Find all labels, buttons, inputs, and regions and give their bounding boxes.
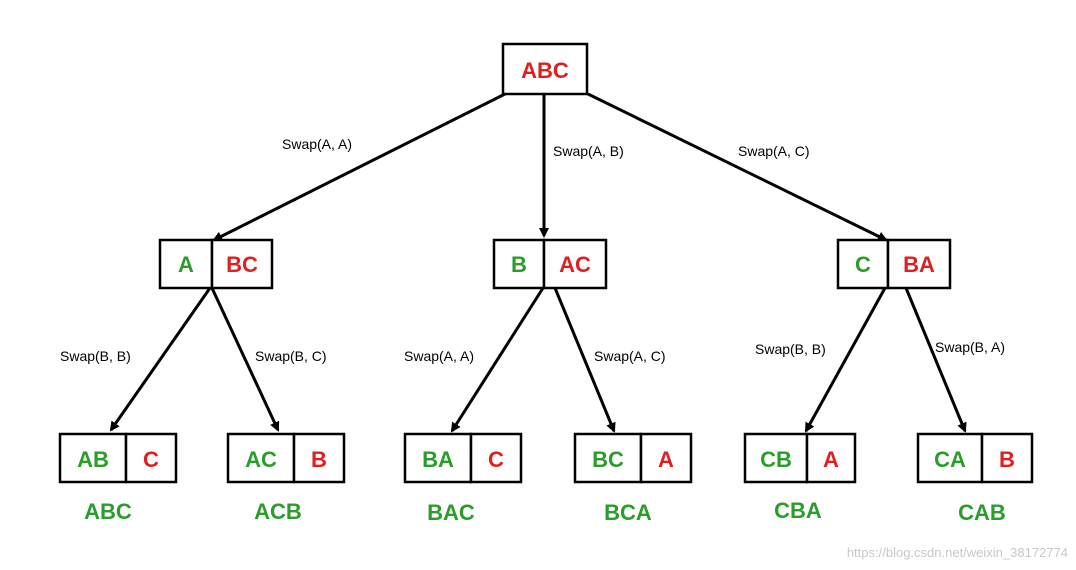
edge-root-to-node-a xyxy=(212,92,506,242)
root-node-text: ABC xyxy=(521,58,569,83)
edge-label-swap-a-b: Swap(A, B) xyxy=(553,143,624,159)
node-fixed-text: BC xyxy=(592,447,624,472)
watermark-text: https://blog.csdn.net/weixin_38172774 xyxy=(847,545,1068,560)
node-rest-text: AC xyxy=(559,252,591,277)
root-node: ABC xyxy=(501,42,589,96)
level2-node-ba: BA C xyxy=(403,432,523,484)
level2-node-ab: AB C xyxy=(58,432,178,484)
edge-b-to-bc xyxy=(553,287,616,433)
edge-label-swap-a-c-middle: Swap(A, C) xyxy=(594,348,666,364)
node-rest-text: A xyxy=(658,447,674,472)
level1-node-b: B AC xyxy=(492,238,608,290)
result-label-abc: ABC xyxy=(84,499,132,524)
edge-c-to-ca xyxy=(904,287,967,433)
edge-label-swap-a-a-middle: Swap(A, A) xyxy=(404,348,474,364)
level2-node-bc: BC A xyxy=(573,432,693,484)
node-fixed-text: B xyxy=(511,252,527,277)
result-label-cab: CAB xyxy=(958,500,1006,525)
node-fixed-text: AC xyxy=(245,447,277,472)
node-fixed-text: BA xyxy=(422,447,454,472)
edge-label-swap-b-b-left: Swap(B, B) xyxy=(60,348,131,364)
node-fixed-text: CA xyxy=(934,447,966,472)
node-rest-text: A xyxy=(823,447,839,472)
level1-node-a: A BC xyxy=(158,238,274,290)
edge-c-to-cb xyxy=(804,287,887,433)
edge-a-to-ab xyxy=(109,287,212,432)
node-rest-text: B xyxy=(999,447,1015,472)
node-fixed-text: CB xyxy=(760,447,792,472)
node-rest-text: C xyxy=(143,447,159,472)
level1-node-c: C BA xyxy=(836,238,952,290)
node-fixed-text: A xyxy=(178,252,194,277)
result-label-cba: CBA xyxy=(774,498,822,523)
node-fixed-text: AB xyxy=(77,447,109,472)
node-rest-text: C xyxy=(488,447,504,472)
edge-label-swap-a-a: Swap(A, A) xyxy=(282,136,352,152)
node-rest-text: BA xyxy=(903,252,935,277)
node-fixed-text: C xyxy=(855,252,871,277)
edge-label-swap-b-b-right: Swap(B, B) xyxy=(755,341,826,357)
node-rest-text: B xyxy=(311,447,327,472)
edge-a-to-ac xyxy=(210,287,280,432)
level2-node-ac: AC B xyxy=(226,432,346,484)
edge-root-to-node-c xyxy=(587,92,888,242)
edge-label-swap-b-c: Swap(B, C) xyxy=(255,348,327,364)
edge-label-swap-a-c: Swap(A, C) xyxy=(738,143,810,159)
result-label-bca: BCA xyxy=(604,500,652,525)
result-label-acb: ACB xyxy=(254,499,302,524)
edge-b-to-ba xyxy=(450,287,545,433)
level2-node-ca: CA B xyxy=(916,432,1034,484)
node-rest-text: BC xyxy=(226,252,258,277)
level2-node-cb: CB A xyxy=(743,432,857,484)
edge-label-swap-b-a: Swap(B, A) xyxy=(935,339,1005,355)
result-label-bac: BAC xyxy=(427,500,475,525)
